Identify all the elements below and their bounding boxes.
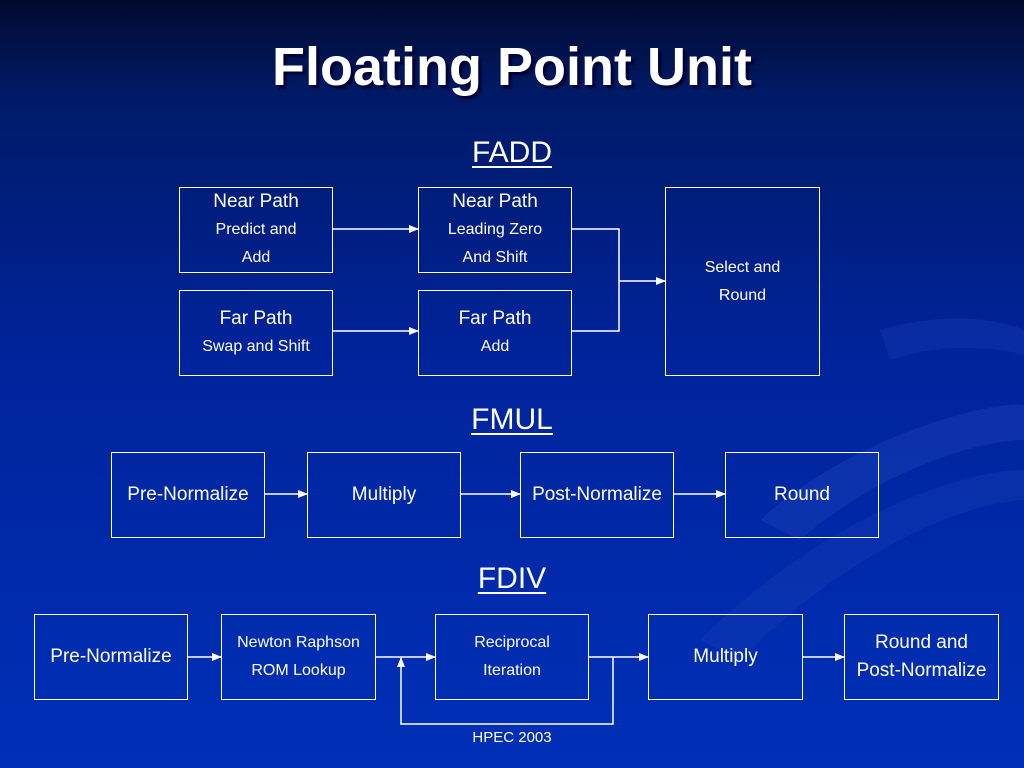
fadd-far-path-swap-box: Far Path Swap and Shift: [179, 290, 333, 376]
fadd-near-path-predict-box: Near Path Predict and Add: [179, 187, 333, 273]
fmul-pre-normalize-box: Pre-Normalize: [111, 452, 265, 538]
box-label: Near Path: [213, 191, 299, 212]
box-label: Newton Raphson: [237, 634, 360, 651]
box-label: Add: [241, 249, 271, 266]
box-label: Select and: [704, 258, 781, 276]
fadd-select-round-box: Select and Round: [665, 187, 820, 376]
box-label: Multiply: [351, 484, 417, 505]
fdiv-multiply-box: Multiply: [648, 614, 803, 700]
box-label: Multiply: [693, 646, 758, 667]
box-label: Pre-Normalize: [50, 646, 172, 667]
fdiv-pre-normalize-box: Pre-Normalize: [34, 614, 188, 700]
slide-title: Floating Point Unit: [272, 37, 752, 97]
box-label: Round and: [875, 632, 968, 653]
box-label: Near Path: [452, 191, 538, 212]
box-label: Iteration: [483, 662, 541, 679]
box-label: And Shift: [462, 249, 528, 266]
fmul-round-box: Round: [725, 452, 879, 538]
fdiv-newton-raphson-box: Newton Raphson ROM Lookup: [221, 614, 376, 700]
box-label: Leading Zero: [447, 221, 543, 238]
fadd-heading: FADD: [471, 136, 552, 169]
box-label: Add: [480, 338, 510, 355]
box-label: Round: [718, 286, 767, 304]
box-label: Predict and: [215, 221, 297, 238]
box-label: Far Path: [458, 308, 532, 329]
box-label: Reciprocal: [474, 634, 550, 651]
box-label: ROM Lookup: [251, 662, 346, 679]
fmul-post-normalize-box: Post-Normalize: [520, 452, 674, 538]
footer-text: HPEC 2003: [472, 729, 552, 746]
fmul-heading: FMUL: [471, 403, 553, 436]
box-label: Pre-Normalize: [127, 484, 249, 505]
fadd-far-path-add-box: Far Path Add: [418, 290, 572, 376]
box-label: Far Path: [219, 308, 293, 329]
box-label: Post-Normalize: [532, 484, 662, 505]
box-label: Post-Normalize: [856, 660, 987, 681]
fdiv-heading: FDIV: [477, 562, 547, 595]
box-label: Swap and Shift: [202, 338, 310, 355]
fdiv-round-post-normalize-box: Round and Post-Normalize: [844, 614, 999, 700]
fmul-multiply-box: Multiply: [307, 452, 461, 538]
fdiv-reciprocal-iteration-box: Reciprocal Iteration: [435, 614, 589, 700]
box-label: Round: [774, 484, 830, 505]
fadd-near-path-leading-zero-box: Near Path Leading Zero And Shift: [418, 187, 572, 273]
